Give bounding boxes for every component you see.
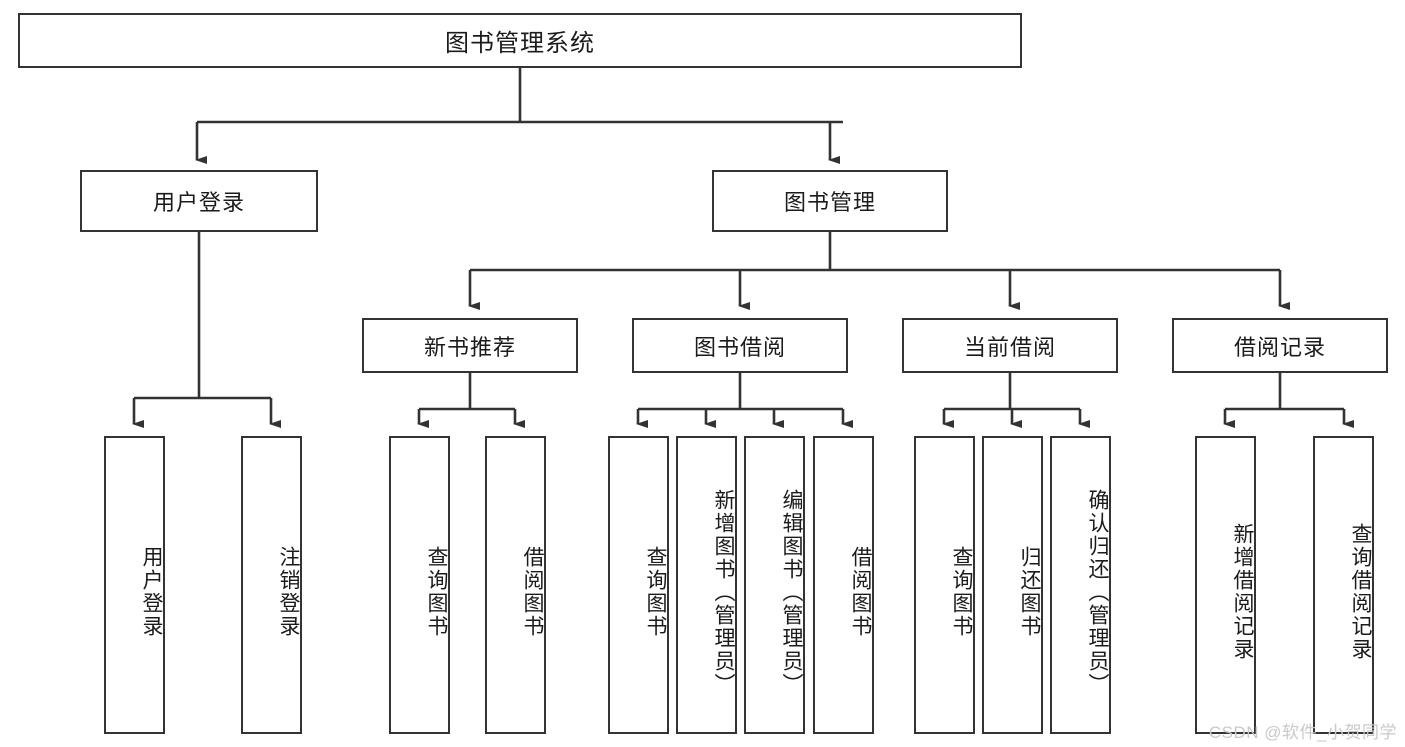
- leaf-label: 借阅图书: [849, 546, 872, 638]
- leaf-current-borrow-return-books[interactable]: 归还图书: [982, 436, 1043, 734]
- leaf-label: 新增借阅记录: [1231, 523, 1254, 661]
- leaf-user-login-login[interactable]: 用户登录: [104, 436, 165, 734]
- node-new-book-recommendation[interactable]: 新书推荐: [362, 318, 578, 373]
- leaf-label: 查询图书: [950, 546, 973, 638]
- edge-group-current-borrow: [942, 373, 1090, 428]
- leaf-label: 归还图书: [1018, 546, 1041, 638]
- leaf-label: 注销登录: [277, 546, 300, 638]
- leaf-user-login-logout[interactable]: 注销登录: [241, 436, 302, 734]
- leaf-label: 编辑图书（管理员）: [780, 488, 803, 696]
- leaf-label: 查询图书: [644, 546, 667, 638]
- leaf-label: 确认归还（管理员）: [1086, 488, 1109, 696]
- node-current-borrowing[interactable]: 当前借阅: [902, 318, 1118, 373]
- edge-group-borrow-record: [1223, 373, 1354, 428]
- leaf-new-book-borrow-books[interactable]: 借阅图书: [485, 436, 546, 734]
- leaf-book-borrow-add-book-admin[interactable]: 新增图书（管理员）: [676, 436, 737, 734]
- leaf-book-borrow-borrow-books[interactable]: 借阅图书: [813, 436, 874, 734]
- leaf-new-book-query-books[interactable]: 查询图书: [389, 436, 450, 734]
- leaf-book-borrow-query-books[interactable]: 查询图书: [608, 436, 669, 734]
- edge-group-book-manage: [468, 232, 1290, 310]
- edge-group-root: [195, 68, 843, 164]
- leaf-label: 查询图书: [425, 546, 448, 638]
- leaf-current-borrow-query-books[interactable]: 查询图书: [914, 436, 975, 734]
- node-user-login[interactable]: 用户登录: [80, 170, 318, 232]
- edge-group-new-book: [417, 373, 525, 428]
- watermark-text: CSDN @软件_小贺同学: [1208, 723, 1397, 742]
- leaf-current-borrow-confirm-return-admin[interactable]: 确认归还（管理员）: [1050, 436, 1111, 734]
- leaf-book-borrow-edit-book-admin[interactable]: 编辑图书（管理员）: [744, 436, 805, 734]
- leaf-label: 新增图书（管理员）: [712, 488, 735, 696]
- leaf-borrow-record-query-record[interactable]: 查询借阅记录: [1313, 436, 1374, 734]
- leaf-label: 用户登录: [140, 546, 163, 638]
- edge-group-book-borrow: [636, 373, 853, 428]
- edge-group-user-login: [132, 232, 281, 428]
- leaf-label: 查询借阅记录: [1349, 523, 1372, 661]
- node-root-book-management-system[interactable]: 图书管理系统: [18, 13, 1022, 68]
- node-borrowing-record[interactable]: 借阅记录: [1172, 318, 1388, 373]
- node-book-borrowing[interactable]: 图书借阅: [632, 318, 848, 373]
- leaf-label: 借阅图书: [521, 546, 544, 638]
- leaf-borrow-record-add-record[interactable]: 新增借阅记录: [1195, 436, 1256, 734]
- node-book-management[interactable]: 图书管理: [712, 170, 948, 232]
